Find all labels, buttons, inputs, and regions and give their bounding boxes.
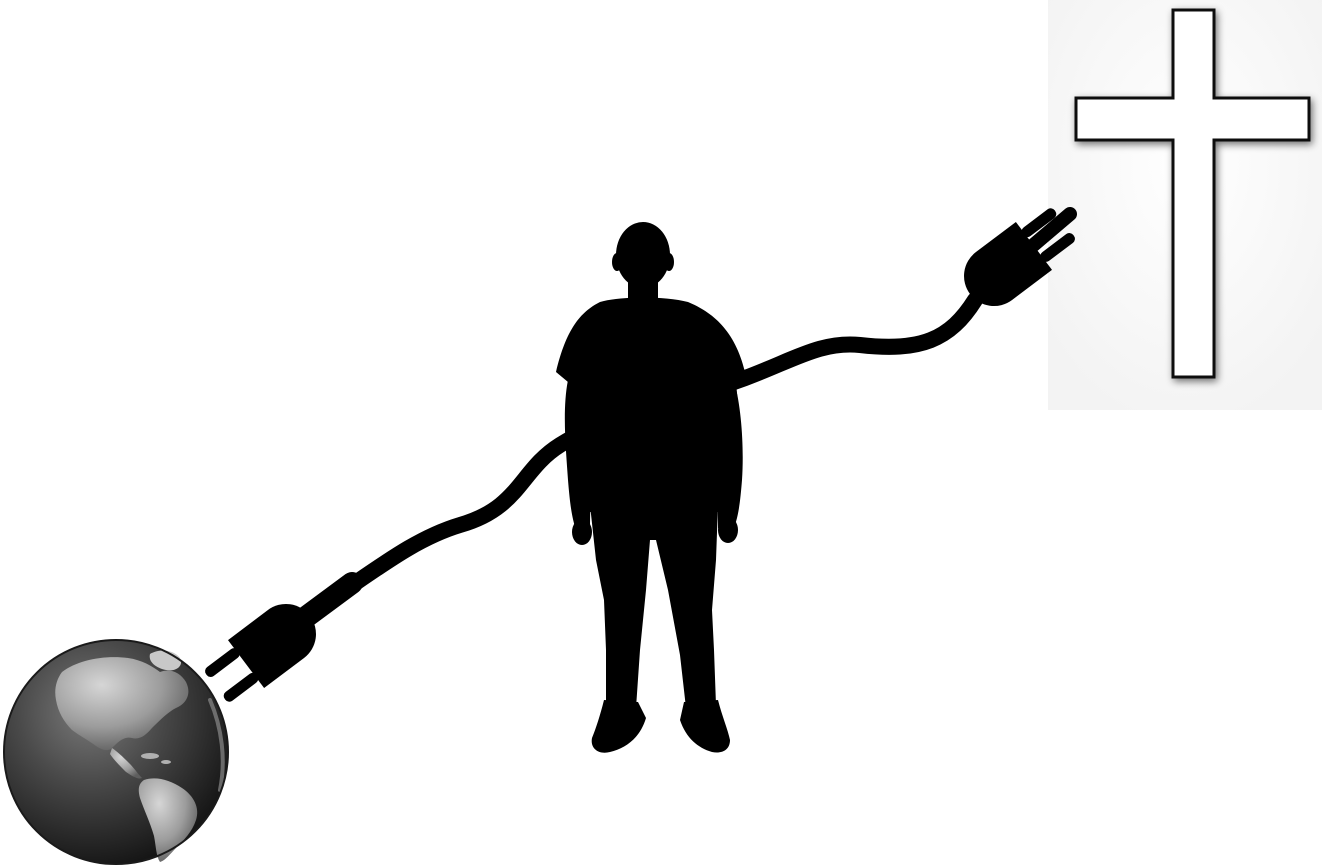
person-silhouette bbox=[556, 222, 745, 753]
globe-icon bbox=[4, 640, 228, 864]
caribbean-shape bbox=[161, 760, 171, 764]
caribbean-shape bbox=[141, 753, 159, 759]
cord-strain-relief bbox=[302, 583, 352, 620]
